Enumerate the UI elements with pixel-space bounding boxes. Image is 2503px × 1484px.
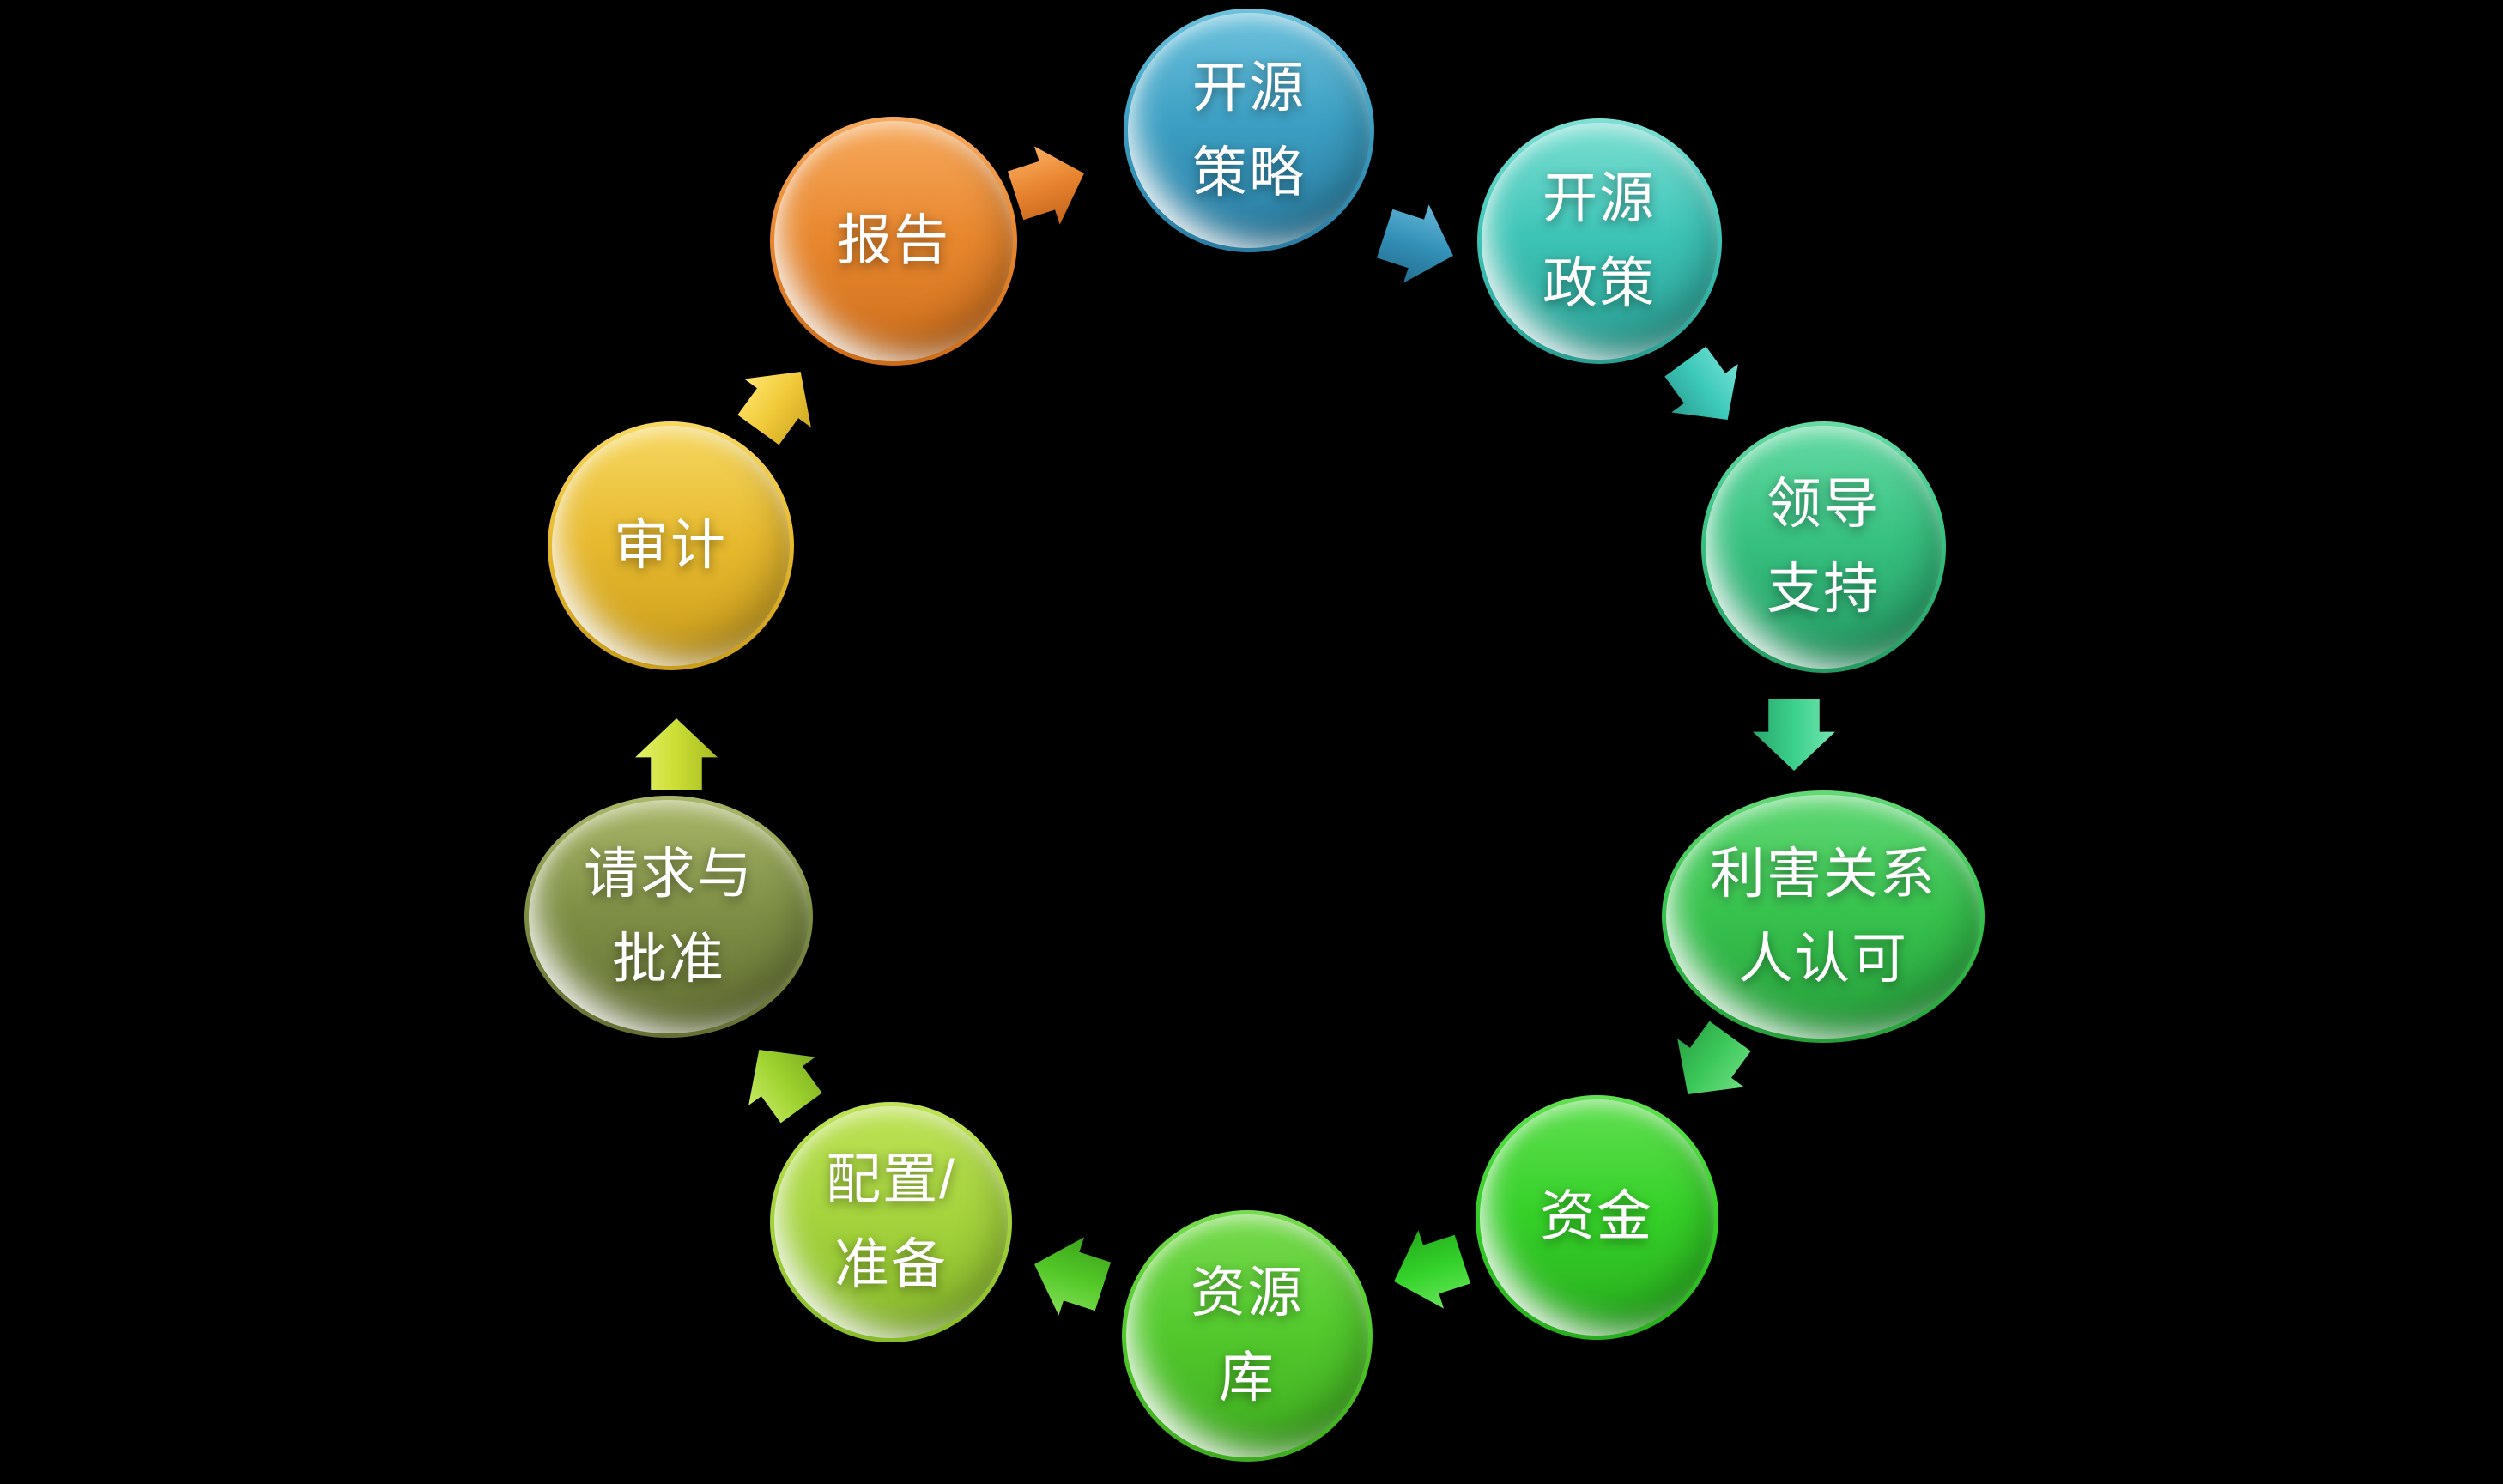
node-open-source-strategy: 开源 策略	[1124, 9, 1374, 252]
arrow-funding-to-repository	[1381, 1220, 1476, 1320]
arrow-request-to-audit	[635, 718, 718, 790]
node-label: 审计	[614, 514, 727, 577]
node-stakeholder-approval: 利害关系 人认可	[1662, 790, 1985, 1043]
node-leadership-support: 领导 支持	[1700, 421, 1946, 673]
node-funding: 资金	[1475, 1094, 1718, 1340]
arrow-strategy-to-policy	[1372, 194, 1466, 294]
node-label: 领导 支持	[1767, 472, 1880, 620]
node-label: 请求与 批准	[584, 842, 754, 990]
arrow-report-to-strategy	[1003, 134, 1097, 234]
node-label: 开源 策略	[1192, 56, 1306, 203]
arrow-policy-to-leadership	[1651, 337, 1761, 444]
arrow-audit-to-report	[724, 348, 833, 454]
node-report: 报告	[770, 117, 1017, 366]
node-label: 配置/ 准备	[826, 1148, 956, 1295]
node-configuration-preparation: 配置/ 准备	[770, 1102, 1012, 1342]
node-label: 资金	[1540, 1185, 1653, 1248]
node-label: 报告	[837, 209, 950, 272]
node-open-source-policy: 开源 政策	[1476, 118, 1722, 364]
node-label: 利害关系 人认可	[1710, 842, 1936, 990]
node-request-and-approval: 请求与 批准	[524, 796, 813, 1038]
node-audit: 审计	[547, 421, 794, 670]
node-label: 开源 政策	[1542, 167, 1656, 314]
node-label: 资源 库	[1191, 1261, 1304, 1408]
node-resource-repository: 资源 库	[1122, 1209, 1373, 1462]
arrow-repository-to-configuration	[1021, 1225, 1116, 1325]
arrow-configuration-to-request	[725, 1026, 834, 1132]
arrow-leadership-to-stakeholder	[1753, 699, 1835, 771]
